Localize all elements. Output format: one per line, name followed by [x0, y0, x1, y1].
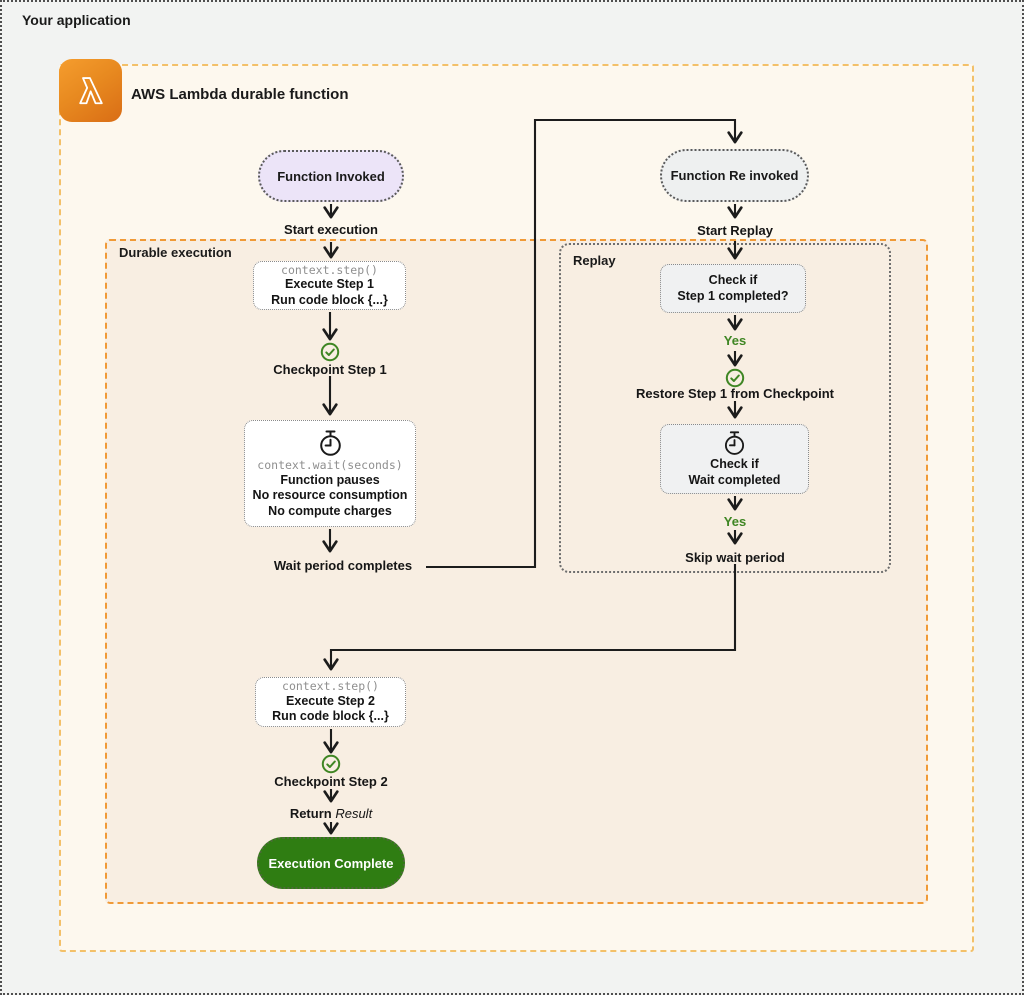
execute-step1-node: context.step() Execute Step 1 Run code b…: [253, 261, 406, 310]
step2-code: context.step(): [282, 679, 379, 694]
replay-label: Replay: [573, 253, 616, 268]
function-invoked-node: Function Invoked: [258, 150, 404, 202]
execute-step2-node: context.step() Execute Step 2 Run code b…: [255, 677, 406, 727]
wait-code: context.wait(seconds): [257, 458, 403, 473]
durable-execution-label: Durable execution: [119, 245, 232, 260]
wait-period-completes-label: Wait period completes: [273, 558, 413, 573]
start-execution-label: Start execution: [284, 222, 378, 237]
wait-line1: Function pauses: [280, 472, 380, 487]
stopwatch-icon: [317, 429, 344, 457]
restore-step1-label: Restore Step 1 from Checkpoint: [636, 386, 834, 401]
check-circle-icon: [320, 342, 340, 362]
app-label: Your application: [22, 12, 131, 28]
wait-line2: No resource consumption: [252, 488, 408, 503]
wait-line3: No compute charges: [268, 504, 392, 518]
yes-label: Yes: [723, 333, 747, 348]
execution-complete-node: Execution Complete: [257, 837, 405, 889]
aws-lambda-icon: [59, 59, 122, 122]
return-value: Result: [335, 806, 373, 821]
step1-line2: Run code block {...}: [271, 292, 388, 307]
return-result-label: Return Result: [290, 806, 372, 821]
yes-label: Yes: [723, 514, 747, 529]
step1-line1: Execute Step 1: [285, 277, 374, 292]
check-step1-node: Check if Step 1 completed?: [660, 264, 806, 313]
step2-line2: Run code block {...}: [272, 709, 389, 724]
check-wait-line1: Check if: [710, 456, 759, 471]
start-replay-label: Start Replay: [697, 223, 773, 238]
return-keyword: Return: [289, 806, 332, 821]
checkpoint-step1-label: Checkpoint Step 1: [273, 362, 387, 377]
stopwatch-icon: [722, 430, 747, 456]
skip-wait-period-label: Skip wait period: [685, 550, 785, 565]
check-step1-line1: Check if: [708, 272, 758, 287]
check-circle-icon: [321, 754, 341, 774]
wait-node: context.wait(seconds) Function pauses No…: [244, 420, 416, 527]
diagram-title: AWS Lambda durable function: [131, 86, 349, 103]
step2-line1: Execute Step 2: [286, 693, 375, 708]
check-step1-line2: Step 1 completed?: [677, 288, 789, 303]
step1-code: context.step(): [281, 262, 378, 277]
check-wait-node: Check if Wait completed: [660, 424, 809, 494]
function-reinvoked-node: Function Re invoked: [660, 149, 809, 202]
check-circle-icon: [725, 368, 745, 388]
check-wait-line2: Wait completed: [688, 472, 781, 487]
checkpoint-step2-label: Checkpoint Step 2: [274, 774, 388, 789]
